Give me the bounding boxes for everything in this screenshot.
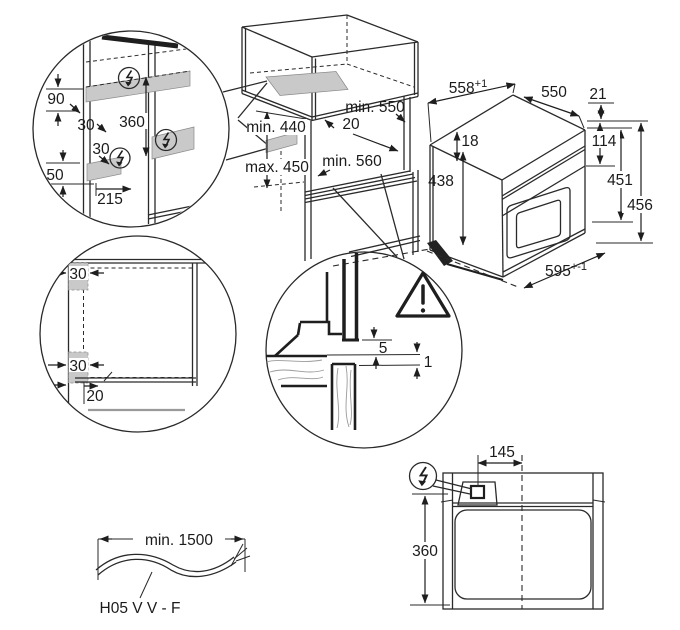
vent-gap-detail-view: 5 1 [265, 251, 463, 449]
mounting-strip-shaded [151, 126, 195, 160]
power-supply-icon [408, 461, 438, 491]
callout-wedge [332, 173, 405, 260]
dim-label-550: 550 [541, 84, 567, 101]
oven-top-view: 145 360 [408, 444, 606, 610]
dim-label-18: 18 [461, 133, 478, 150]
connection-housing [457, 481, 498, 506]
dim-label-451: 451 [607, 172, 633, 189]
oven-view: 558+1 550 21 18 114 438 451 456 595+-1 [426, 78, 658, 289]
dim-label-90: 90 [47, 91, 65, 108]
power-cable-view: min. 1500 H05 V V - F [95, 530, 251, 617]
oven-foot [427, 240, 453, 266]
dim-label-30-upper: 30 [77, 117, 95, 134]
detail-circle-border [265, 251, 463, 449]
side-panel-detail-view: 90 30 360 30 50 215 [32, 30, 270, 228]
dim-label-145: 145 [489, 444, 515, 461]
dim-label-50: 50 [46, 167, 64, 184]
oven-door-window [506, 186, 571, 259]
dim-label-1: 1 [424, 354, 433, 371]
rear-connection-strip [265, 71, 349, 96]
dim-label-558: 558+1 [449, 78, 487, 97]
dim-label-595: 595+-1 [545, 261, 587, 280]
connection-box [469, 484, 486, 500]
power-supply-icon [154, 128, 178, 152]
dim-label-min-1500: min. 1500 [145, 532, 213, 549]
mounting-strip-shaded [85, 70, 191, 103]
detail-circle-border [39, 235, 237, 433]
top-view-outline [442, 472, 604, 610]
dim-label-360: 360 [412, 543, 438, 560]
oven-cavity-outline [454, 509, 592, 600]
dim-label-5: 5 [379, 340, 388, 357]
dim-label-30-lower: 30 [92, 141, 110, 158]
cable-type-label: H05 V V - F [100, 600, 181, 617]
dim-label-215: 215 [97, 191, 123, 208]
dim-label-min-560: min. 560 [322, 153, 382, 170]
dim-label-max-450: max. 450 [245, 159, 309, 176]
cable-outline [97, 558, 237, 578]
power-supply-icon [117, 66, 141, 90]
detail-circle-border [32, 30, 230, 228]
cable-outline [95, 553, 235, 573]
dim-label-456: 456 [627, 197, 653, 214]
dim-label-30-top: 30 [69, 266, 87, 283]
dim-label-min-550: min. 550 [345, 99, 405, 116]
dim-label-360: 360 [119, 114, 145, 131]
warning-icon [395, 271, 451, 318]
oven-door-window-inner [515, 199, 562, 249]
dim-label-438: 438 [428, 173, 454, 190]
dim-label-min-440: min. 440 [246, 119, 306, 136]
front-frame-detail-view: 30 30 20 [39, 235, 237, 433]
cabinet-niche-view: min. 550 20 min. 440 max. 450 min. 560 [241, 14, 431, 267]
dim-label-114: 114 [592, 133, 617, 150]
dim-label-21: 21 [589, 86, 606, 103]
dim-label-20: 20 [86, 388, 104, 405]
dim-label-30-bottom: 30 [69, 358, 87, 375]
dim-label-20: 20 [342, 116, 360, 133]
power-supply-icon [109, 147, 131, 169]
